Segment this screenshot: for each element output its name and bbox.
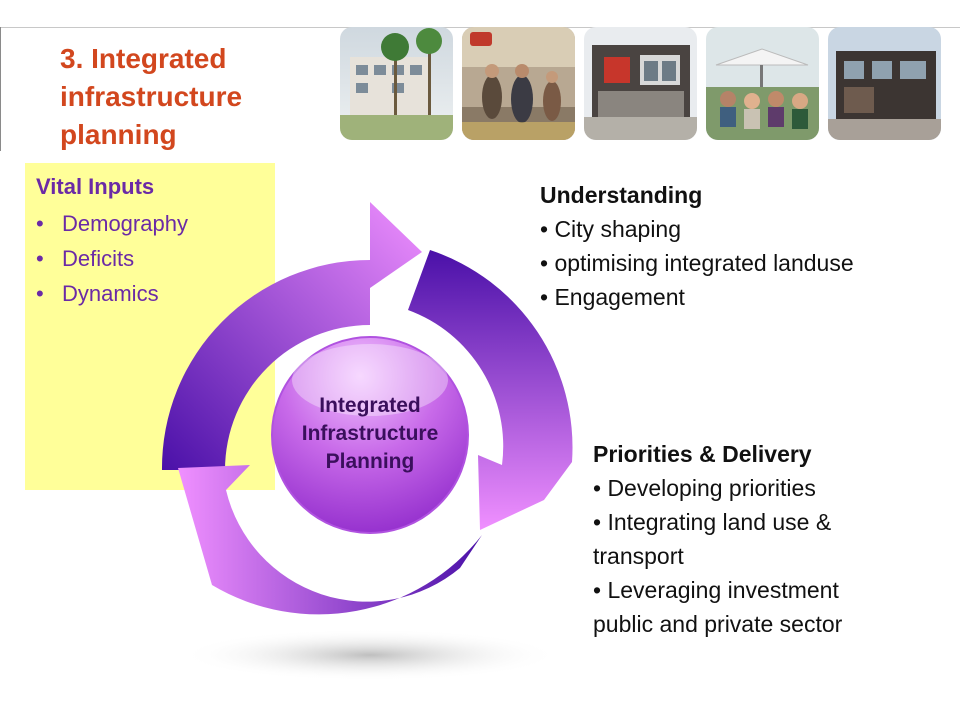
cycle-arrow-right (408, 250, 573, 530)
photo-street-shoppers (462, 27, 575, 140)
photo-outdoor-cafe (706, 27, 819, 140)
photo-dark-townhouses (828, 27, 941, 140)
hub-label-line-3: Planning (326, 450, 415, 473)
priorities-line: public and private sector (593, 611, 843, 637)
cycle-arrow-top (161, 202, 422, 470)
priorities-line: • Leveraging investment (593, 577, 839, 603)
photo-apartments-palms (340, 27, 453, 140)
hub-label-line-2: Infrastructure (302, 422, 439, 445)
understanding-line: • Engagement (540, 284, 685, 310)
hub-label-line-1: Integrated (319, 394, 421, 417)
vital-inputs-heading: Vital Inputs (36, 174, 155, 199)
cycle-hub (271, 336, 469, 534)
vital-inputs-list: •Demography •Deficits •Dynamics (36, 206, 188, 311)
priorities-heading: Priorities & Delivery (593, 441, 812, 467)
vital-input-item: •Demography (36, 211, 188, 236)
photo-modern-house (584, 27, 697, 140)
vital-input-item: •Deficits (36, 246, 135, 271)
cycle-shadow (180, 629, 560, 681)
understanding-heading: Understanding (540, 182, 703, 208)
slide-title: 3. Integrated infrastructure planning (60, 43, 243, 150)
understanding-line: • optimising integrated landuse (540, 250, 854, 276)
priorities-line: • Integrating land use & (593, 509, 832, 535)
cycle-arrow-bottom (178, 465, 482, 615)
understanding-line: • City shaping (540, 216, 682, 242)
priorities-line: • Developing priorities (593, 475, 816, 501)
vital-input-item: •Dynamics (36, 281, 159, 306)
understanding-block: Understanding • City shaping • optimisin… (540, 178, 955, 314)
priorities-line: transport (593, 543, 684, 569)
priorities-block: Priorities & Delivery • Developing prior… (593, 437, 953, 641)
left-accent-rule (0, 27, 1, 151)
photo-strip (340, 27, 944, 140)
cycle-diagram: Integrated Infrastructure Planning (161, 202, 573, 681)
